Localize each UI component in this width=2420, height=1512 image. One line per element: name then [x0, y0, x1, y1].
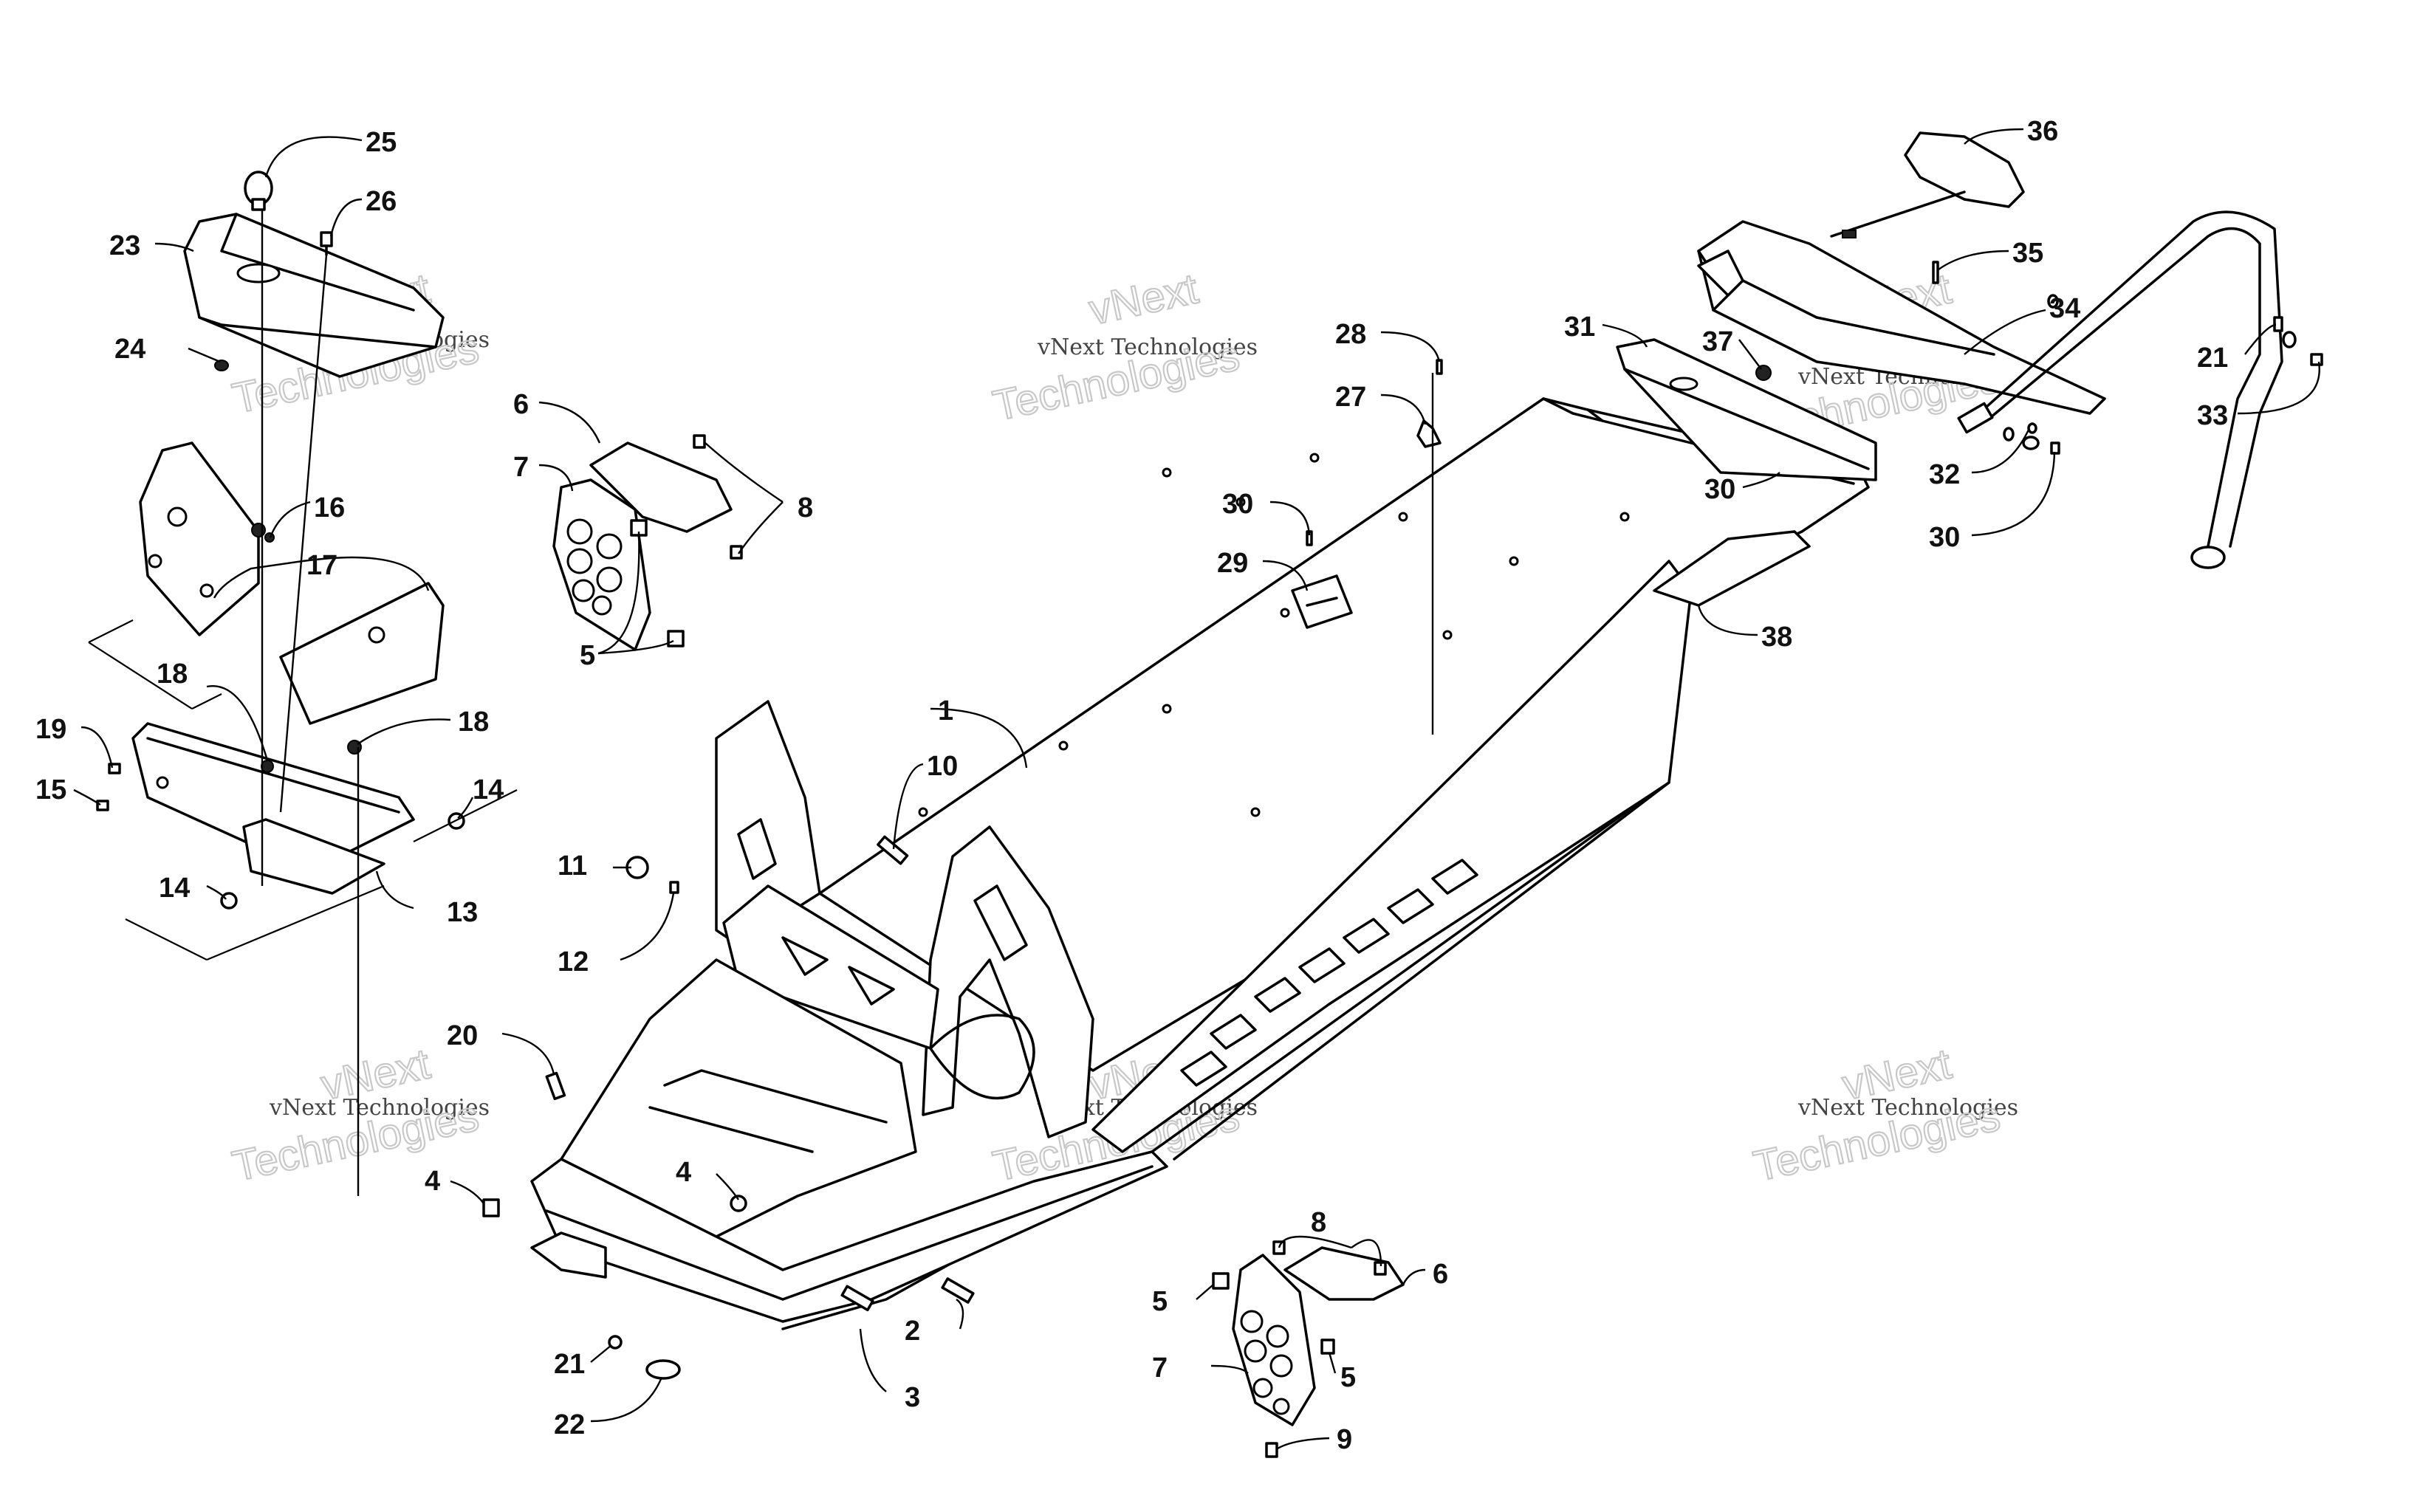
chassis-frame — [530, 397, 1870, 1330]
callout-labels: 25 26 23 24 16 17 18 18 19 15 14 14 13 6… — [35, 116, 2228, 1455]
callout-12: 12 — [558, 946, 589, 977]
callout-29: 29 — [1217, 548, 1248, 579]
assembly-plane-outline-lower — [125, 789, 518, 961]
callout-21a: 21 — [554, 1349, 585, 1380]
callout-19: 19 — [35, 714, 66, 745]
callout-5c: 5 — [1340, 1362, 1356, 1393]
seat-cushion — [1697, 220, 2106, 415]
hardware-front — [482, 835, 975, 1380]
callout-26: 26 — [366, 186, 397, 217]
watermark-line1: vNext Technologies — [1797, 1095, 2018, 1121]
watermark-6: vNext vNext Technologies Technologies — [1749, 1039, 2018, 1192]
knob — [244, 171, 273, 211]
steering-bracket — [131, 441, 445, 895]
grab-strap — [1830, 131, 2025, 238]
callout-16: 16 — [314, 492, 345, 523]
callout-8b: 8 — [1311, 1207, 1326, 1238]
callout-18a: 18 — [157, 659, 188, 690]
callout-2: 2 — [905, 1316, 920, 1347]
callout-14b: 14 — [159, 873, 190, 904]
rail-cutouts — [1180, 859, 1478, 1087]
callout-22: 22 — [554, 1409, 585, 1440]
callout-6b: 6 — [1433, 1259, 1448, 1290]
callout-8a: 8 — [798, 492, 813, 523]
callout-20: 20 — [447, 1020, 478, 1051]
callout-34: 34 — [2049, 293, 2080, 324]
callout-35: 35 — [2012, 238, 2043, 269]
callout-28: 28 — [1335, 319, 1366, 350]
callout-23: 23 — [109, 230, 140, 261]
watermark-line1: vNext Technologies — [1037, 334, 1258, 360]
callout-33: 33 — [2197, 400, 2228, 431]
watermark-2: vNext vNext Technologies Technologies — [988, 264, 1258, 431]
callout-14a: 14 — [473, 774, 504, 805]
callout-25: 25 — [366, 127, 397, 158]
callout-13: 13 — [447, 897, 478, 928]
callout-5b: 5 — [1152, 1286, 1168, 1317]
callout-30a: 30 — [1222, 489, 1253, 520]
hardware-steering — [96, 523, 465, 910]
leader-lines — [73, 128, 2320, 1450]
callout-7b: 7 — [1152, 1353, 1168, 1384]
fasteners-lower-footrest — [1212, 1240, 1387, 1458]
rear-grab-bar — [1957, 210, 2283, 569]
callout-37: 37 — [1702, 326, 1733, 357]
callout-4a: 4 — [425, 1166, 440, 1197]
leader-console-vertical-b — [279, 254, 328, 813]
callout-32: 32 — [1929, 459, 1960, 490]
callout-5a: 5 — [580, 640, 595, 671]
callout-27: 27 — [1335, 382, 1366, 413]
watermark-line1: vNext Technologies — [269, 1095, 490, 1121]
callout-10: 10 — [927, 751, 958, 782]
callout-9: 9 — [1337, 1424, 1352, 1455]
callout-11: 11 — [558, 850, 587, 882]
callout-6a: 6 — [513, 389, 529, 420]
console-cover — [183, 213, 445, 378]
assembly-plane-outline — [88, 619, 222, 709]
hardware-rear-seat — [1755, 261, 2059, 441]
callout-36: 36 — [2027, 116, 2058, 147]
callout-4b: 4 — [676, 1157, 691, 1188]
callout-31: 31 — [1564, 312, 1595, 343]
callout-38: 38 — [1761, 622, 1792, 653]
callout-15: 15 — [35, 774, 66, 805]
callout-1: 1 — [938, 695, 953, 726]
footrest-lower — [1232, 1246, 1405, 1426]
leader-24 — [188, 347, 221, 363]
fastener-24 — [214, 360, 229, 371]
watermark-brand: vNext — [1085, 264, 1202, 334]
callout-30b: 30 — [1704, 474, 1735, 505]
callout-18b: 18 — [458, 707, 489, 738]
callout-3: 3 — [905, 1382, 920, 1413]
callout-21b: 21 — [2197, 343, 2228, 374]
footrest-upper — [552, 441, 733, 651]
callout-17: 17 — [306, 550, 337, 581]
callout-24: 24 — [114, 334, 145, 365]
seat-base-plate — [1616, 338, 1877, 481]
callout-30c: 30 — [1929, 522, 1960, 553]
callout-7a: 7 — [513, 452, 529, 483]
screw-26 — [320, 231, 333, 256]
